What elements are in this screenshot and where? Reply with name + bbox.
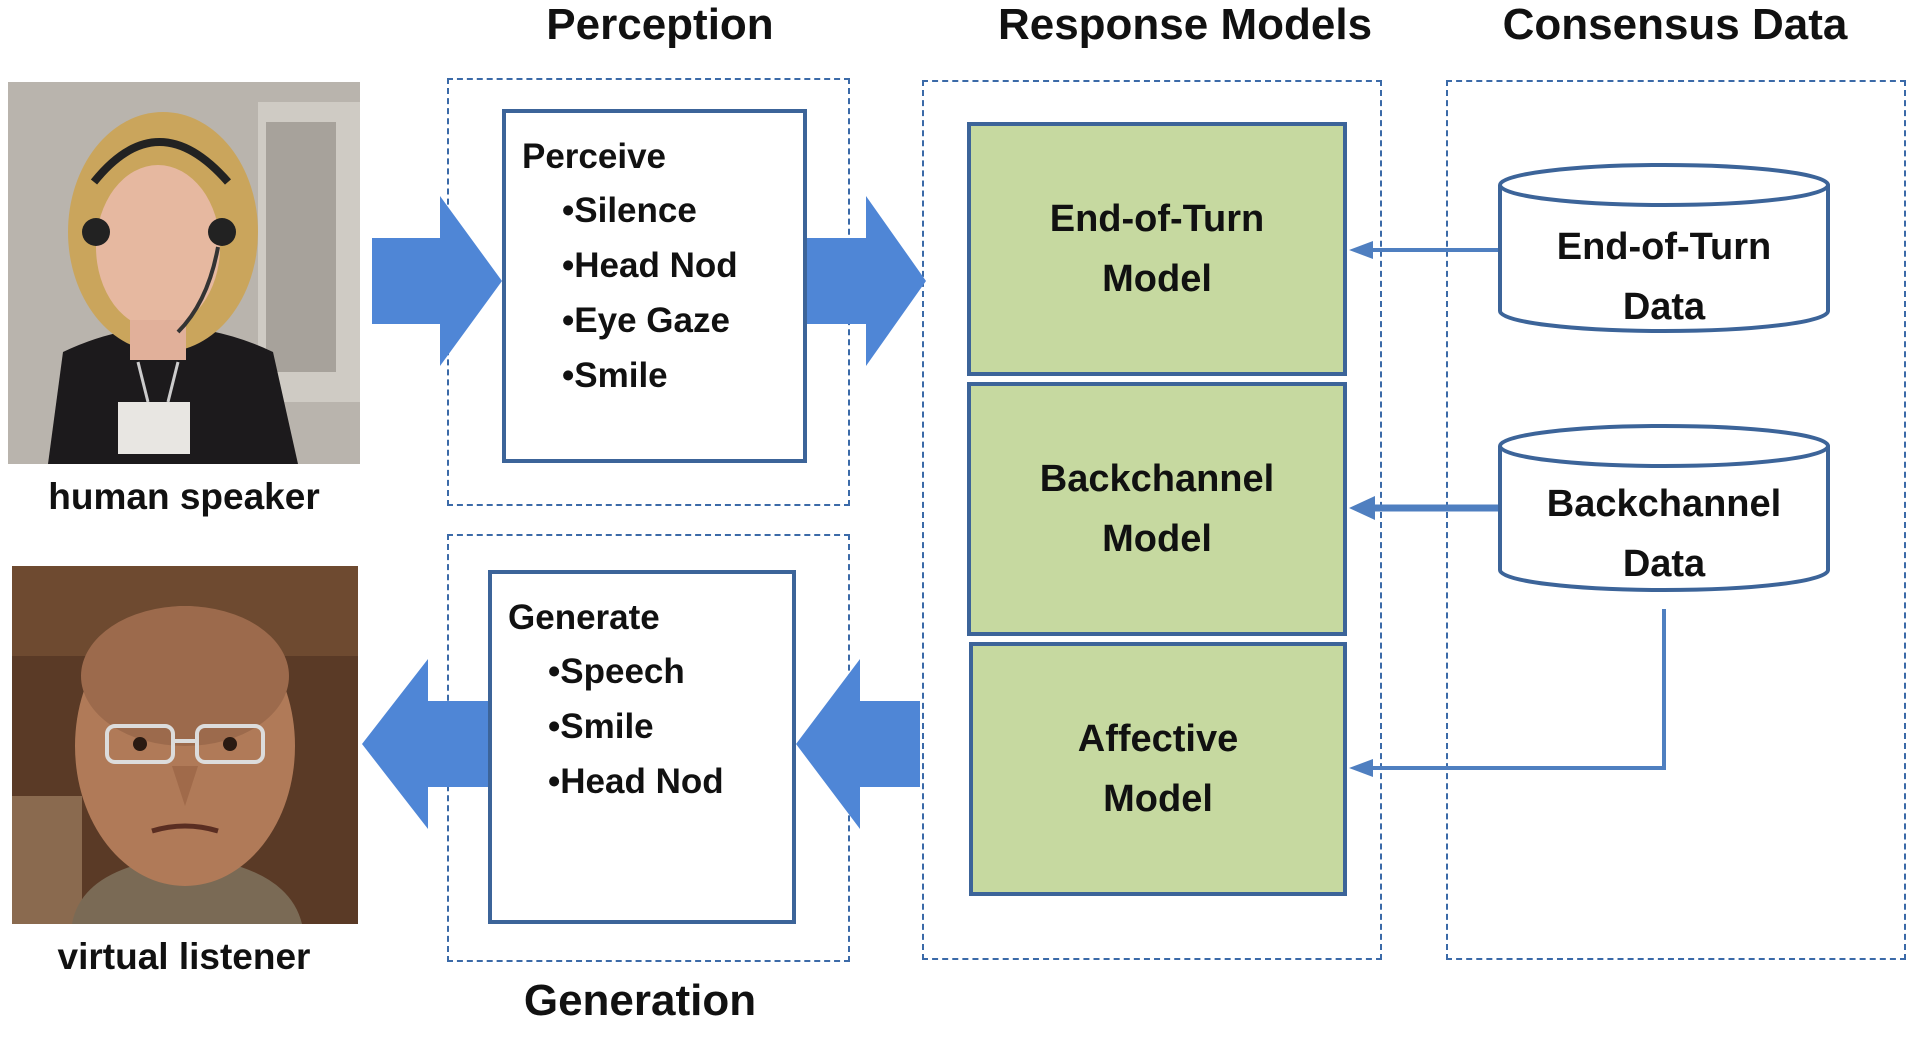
human-speaker-photo [8,82,360,464]
generate-box: Generate •Speech •Smile •Head Nod [488,570,796,924]
backchannel-model-line1: Backchannel [1039,458,1275,500]
response-models-group [922,80,1382,960]
virtual-listener-caption: virtual listener [57,936,311,977]
perceive-box: Perceive •Silence •Head Nod •Eye Gaze •S… [502,109,807,463]
perceive-item: •Eye Gaze [562,301,730,340]
backchannel-data-label: Backchannel Data [1500,474,1828,594]
end-of-turn-model-line1: End-of-Turn [1049,198,1265,240]
perceive-heading: Perceive [522,137,667,176]
backchannel-model-box: Backchannel Model [967,382,1347,636]
human-speaker-caption: human speaker [48,476,320,517]
generate-item: •Speech [548,652,685,691]
affective-model-line1: Affective [1077,718,1239,760]
perceive-item: •Head Nod [562,246,738,285]
end-of-turn-model-line2: Model [1102,258,1212,300]
generation-title: Generation [523,976,757,1025]
perceive-item: •Smile [562,356,668,395]
backchannel-to-affective-connector [1349,609,1666,777]
virtual-listener-photo [12,566,358,924]
end-of-turn-data-line1: End-of-Turn [1556,226,1772,268]
eot-data-connector [1349,241,1500,259]
generate-item: •Smile [548,707,654,746]
generate-list: •Speech •Smile •Head Nod [548,644,792,809]
generation-to-listener-arrow [362,659,488,829]
perceive-item: •Silence [562,191,697,230]
backchannel-data-line2: Data [1622,543,1706,585]
affective-model-line2: Model [1103,778,1213,820]
affective-model-box: Affective Model [969,642,1347,896]
perception-title: Perception [546,0,774,49]
backchannel-model-line2: Model [1102,518,1212,560]
backchannel-data-cylinder [1498,424,1830,592]
generate-heading: Generate [508,598,660,637]
consensus-data-group [1446,80,1906,960]
models-to-generation-arrow [796,659,920,829]
perceive-list: •Silence •Head Nod •Eye Gaze •Smile [562,183,803,403]
end-of-turn-data-line2: Data [1622,286,1706,328]
perception-to-models-arrow [807,196,926,366]
response-models-title: Response Models [997,0,1373,49]
end-of-turn-data-label: End-of-Turn Data [1500,217,1828,337]
backchannel-data-connector [1349,496,1500,520]
end-of-turn-model-box: End-of-Turn Model [967,122,1347,376]
consensus-data-title: Consensus Data [1502,0,1848,49]
generate-item: •Head Nod [548,762,724,801]
end-of-turn-data-cylinder [1498,163,1830,333]
backchannel-data-line1: Backchannel [1546,483,1782,525]
speaker-to-perception-arrow [372,196,502,366]
